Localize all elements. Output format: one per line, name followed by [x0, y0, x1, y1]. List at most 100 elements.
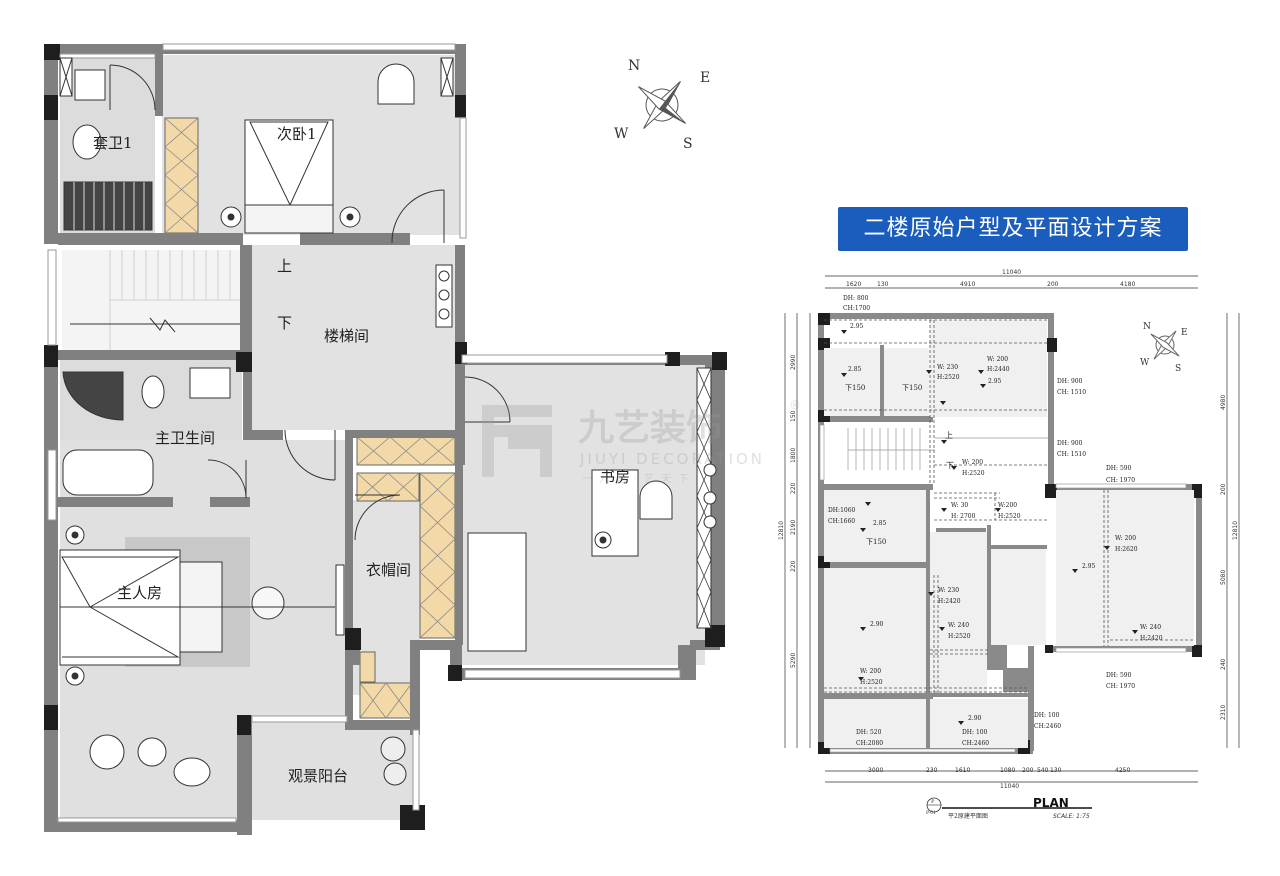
small-compass-s: S — [1175, 364, 1181, 374]
bottom-total-dim: 11040 — [1000, 783, 1019, 790]
ann-ch2080: CH:2080 — [856, 740, 883, 747]
bottom-dim-3: 1610 — [955, 767, 970, 774]
small-compass-n: N — [1143, 322, 1151, 332]
right-dim-5: 2310 — [1220, 705, 1227, 720]
ann-ch2460a: CH:2460 — [962, 740, 989, 747]
compass-n: N — [628, 58, 640, 74]
ann-lv295a: 2.95 — [850, 323, 864, 330]
left-dim-5: 2190 — [790, 520, 797, 535]
ann-ch2460b: CH:2460 — [1034, 723, 1061, 730]
ann-up: 上 — [945, 431, 953, 440]
ann-lv285b: 2.85 — [873, 520, 887, 527]
ann-w200d: W: 200 — [1115, 535, 1136, 542]
compass-w: W — [614, 126, 629, 142]
doors — [109, 64, 511, 541]
ann-h2420a: H:2420 — [938, 598, 961, 605]
ann-ch1700: CH:1700 — [843, 305, 870, 312]
columns — [44, 44, 727, 830]
stairwell-label: 楼梯间 — [324, 327, 369, 345]
top-total-dim: 11040 — [1002, 269, 1021, 276]
ann-h2520d: H:2520 — [948, 633, 971, 640]
ann-w240b: W: 240 — [1140, 624, 1161, 631]
ann-h2700: H: 2700 — [951, 513, 976, 520]
ann-h2520c: H:2520 — [998, 513, 1021, 520]
watermark-brand: 九艺装饰 — [578, 408, 722, 449]
top-dim-1: 1620 — [846, 281, 861, 288]
stairs — [62, 250, 250, 350]
fixtures — [59, 63, 717, 787]
master-bedroom-label: 主人房 — [117, 584, 162, 602]
compass-s: S — [683, 136, 693, 152]
stair-up-label: 上 — [277, 257, 292, 275]
ann-lv290b: 2.90 — [968, 715, 982, 722]
right-dim-1: 4980 — [1220, 395, 1227, 410]
right-dim-4: 240 — [1220, 658, 1227, 670]
stair-down-label: 下 — [277, 314, 292, 332]
left-dim-7: 5290 — [790, 653, 797, 668]
ann-drop150c: 下150 — [866, 538, 886, 546]
small-compass-w: W — [1140, 358, 1150, 368]
sheet-scale: SCALE: 1:75 — [1053, 813, 1090, 820]
ann-dh520: DH: 520 — [856, 729, 882, 736]
ann-lv295c: 2.95 — [1082, 563, 1096, 570]
brand-logo-icon — [482, 405, 552, 477]
ann-h2620: H:2620 — [1115, 546, 1138, 553]
ann-dh100b: DH: 100 — [1034, 712, 1060, 719]
bottom-dim-5: 200 — [1022, 767, 1034, 774]
master-bath-label: 主卫生间 — [155, 429, 215, 447]
left-dim-4: 220 — [790, 482, 797, 494]
ann-dh900a: DH: 900 — [1057, 378, 1083, 385]
left-dim-3: 1800 — [790, 448, 797, 463]
page-title: 二楼原始户型及平面设计方案 — [838, 207, 1188, 251]
ann-dh800: DH: 800 — [843, 295, 869, 302]
ann-h2420b: H:2420 — [1140, 635, 1163, 642]
ann-w240a: W: 240 — [948, 622, 969, 629]
ann-drop150a: 下150 — [845, 384, 865, 392]
bottom-dim-1: 3000 — [868, 767, 883, 774]
ann-dh100a: DH: 100 — [962, 729, 988, 736]
ann-h2520e: H:2520 — [860, 679, 883, 686]
ann-lv290a: 2.90 — [870, 621, 884, 628]
watermark-registered: ® — [789, 398, 801, 412]
original-plan-drawing: N E S W 11040 1620 130 4910 200 4180 300… — [778, 269, 1240, 820]
second-bedroom-label: 次卧1 — [277, 125, 317, 143]
ann-lv285a: 2.85 — [848, 366, 862, 373]
ann-ch1660: CH:1660 — [828, 518, 855, 525]
ann-w230b: W: 230 — [938, 587, 959, 594]
ann-dh900b: DH: 900 — [1057, 440, 1083, 447]
sheet-number: P-01 — [926, 810, 936, 816]
ann-lv295b: 2.95 — [988, 378, 1002, 385]
cloakroom-label: 衣帽间 — [366, 561, 411, 579]
ann-h2520b: H:2520 — [962, 470, 985, 477]
ann-h2520a: H:2520 — [937, 374, 960, 381]
ann-w200b: W: 200 — [962, 459, 983, 466]
left-total-dim: 12810 — [778, 521, 785, 540]
sheet-caption: 平2原建平面图 — [948, 812, 988, 820]
ann-w30: W: 30 — [951, 502, 968, 509]
top-dim-4: 200 — [1047, 281, 1059, 288]
left-dim-6: 220 — [790, 560, 797, 572]
ann-w200e: W: 200 — [860, 668, 881, 675]
top-dim-2: 130 — [877, 281, 889, 288]
watermark: 九艺装饰 ® JIUYI DECORATION 一 九 鼎 · 艺 天 下 — [482, 398, 801, 485]
bottom-dim-6: 540 — [1037, 767, 1049, 774]
study-label: 书房 — [600, 468, 630, 486]
ann-dh1060: DH:1060 — [828, 507, 856, 514]
bottom-dim-4: 1080 — [1000, 767, 1015, 774]
top-dim-5: 4180 — [1120, 281, 1135, 288]
ann-w200c: W:200 — [998, 502, 1017, 509]
ann-dh590b: DH: 590 — [1106, 672, 1132, 679]
right-dim-2: 200 — [1220, 483, 1227, 495]
wardrobe-units — [164, 117, 456, 719]
ann-h2440: H:2440 — [987, 366, 1010, 373]
small-compass-e: E — [1181, 328, 1188, 338]
plan-word: PLAN — [1033, 796, 1069, 810]
ann-ch1970a: CH: 1970 — [1106, 477, 1135, 484]
watermark-slogan: 一 九 鼎 · 艺 天 下 — [582, 473, 690, 485]
ann-w230a: W: 230 — [937, 364, 958, 371]
sheet-label: P — [931, 799, 935, 805]
ann-drop150b: 下150 — [902, 384, 922, 392]
suite-bath-label: 套卫1 — [93, 134, 133, 152]
windows — [47, 43, 681, 823]
